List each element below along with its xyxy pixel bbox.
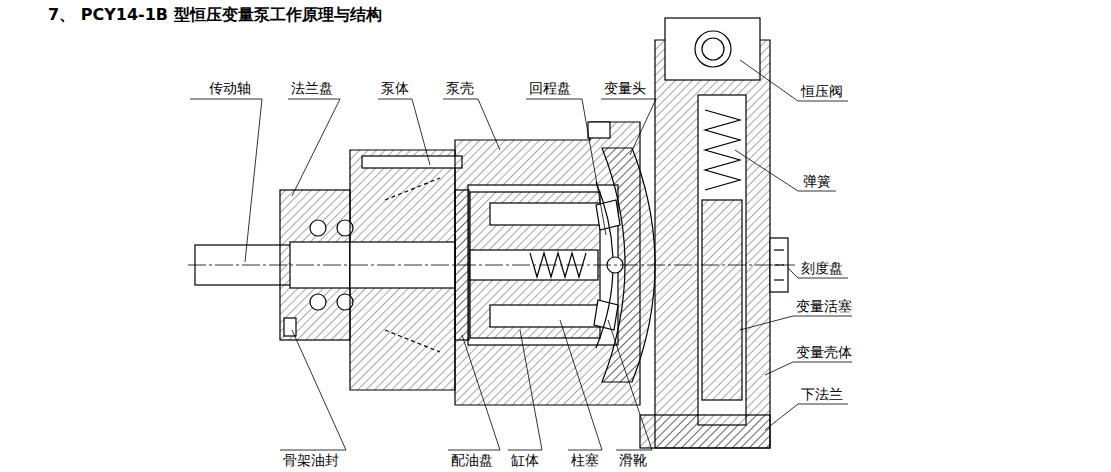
part-label: 变量壳体 bbox=[795, 343, 853, 361]
leader-lines bbox=[190, 60, 852, 450]
bearing bbox=[310, 220, 326, 236]
part-label: 缸体 bbox=[510, 451, 540, 469]
leader-lines bbox=[190, 99, 262, 262]
piston-bore bbox=[698, 95, 746, 425]
leader-lines bbox=[560, 320, 602, 450]
oil-passage bbox=[385, 330, 440, 352]
variable-housing bbox=[655, 40, 770, 448]
part-label: 泵体 bbox=[380, 79, 410, 97]
leader-lines bbox=[601, 99, 656, 155]
leader-lines bbox=[288, 99, 340, 196]
leader-lines bbox=[608, 320, 652, 450]
part-label: 传动轴 bbox=[208, 79, 252, 97]
part-label: 泵壳 bbox=[445, 79, 475, 97]
part-label: 变量活塞 bbox=[795, 297, 853, 315]
part-label: 刻度盘 bbox=[800, 259, 844, 277]
bolt bbox=[362, 156, 462, 168]
pump-section bbox=[195, 18, 788, 448]
lower-flange bbox=[640, 415, 770, 448]
part-label: 回程盘 bbox=[528, 79, 572, 97]
leader-lines bbox=[765, 362, 852, 375]
part-label: 配油盘 bbox=[450, 451, 494, 469]
part-label: 骨架油封 bbox=[282, 451, 340, 469]
dial-tick bbox=[774, 249, 784, 250]
slipper bbox=[596, 200, 620, 230]
plunger bbox=[490, 305, 600, 327]
leader-lines bbox=[740, 60, 848, 101]
slipper bbox=[594, 300, 618, 330]
leader-lines bbox=[378, 99, 430, 165]
center-line bbox=[188, 265, 795, 266]
part-label: 弹簧 bbox=[802, 172, 832, 190]
diagram-title: 7、 PCY14-1B 型恒压变量泵工作原理与结构 bbox=[48, 4, 382, 26]
leader-lines bbox=[508, 330, 542, 450]
valve bbox=[702, 38, 724, 60]
dial-tick bbox=[774, 279, 784, 280]
leader-lines bbox=[735, 150, 836, 191]
leader-lines bbox=[443, 99, 500, 150]
valve bbox=[695, 31, 731, 67]
part-label: 下法兰 bbox=[800, 385, 844, 403]
oil-seal bbox=[284, 318, 296, 336]
part-label: 柱塞 bbox=[570, 451, 600, 469]
oil-passage bbox=[385, 178, 440, 200]
part-label: 滑靴 bbox=[618, 451, 648, 469]
leader-lines bbox=[448, 335, 500, 450]
part-label: 恒压阀 bbox=[800, 82, 844, 100]
leader-lines bbox=[526, 99, 606, 235]
pump-body bbox=[350, 150, 455, 390]
leader-lines bbox=[740, 316, 852, 330]
variable-piston bbox=[702, 200, 742, 400]
spring bbox=[705, 110, 740, 190]
bearing bbox=[310, 294, 326, 310]
part-label: 法兰盘 bbox=[290, 79, 334, 97]
plug bbox=[588, 122, 610, 138]
part-label: 变量头 bbox=[603, 79, 647, 97]
leader-lines bbox=[765, 404, 848, 430]
leader-lines bbox=[280, 330, 346, 450]
valve-block bbox=[665, 18, 760, 80]
plunger bbox=[490, 203, 600, 225]
